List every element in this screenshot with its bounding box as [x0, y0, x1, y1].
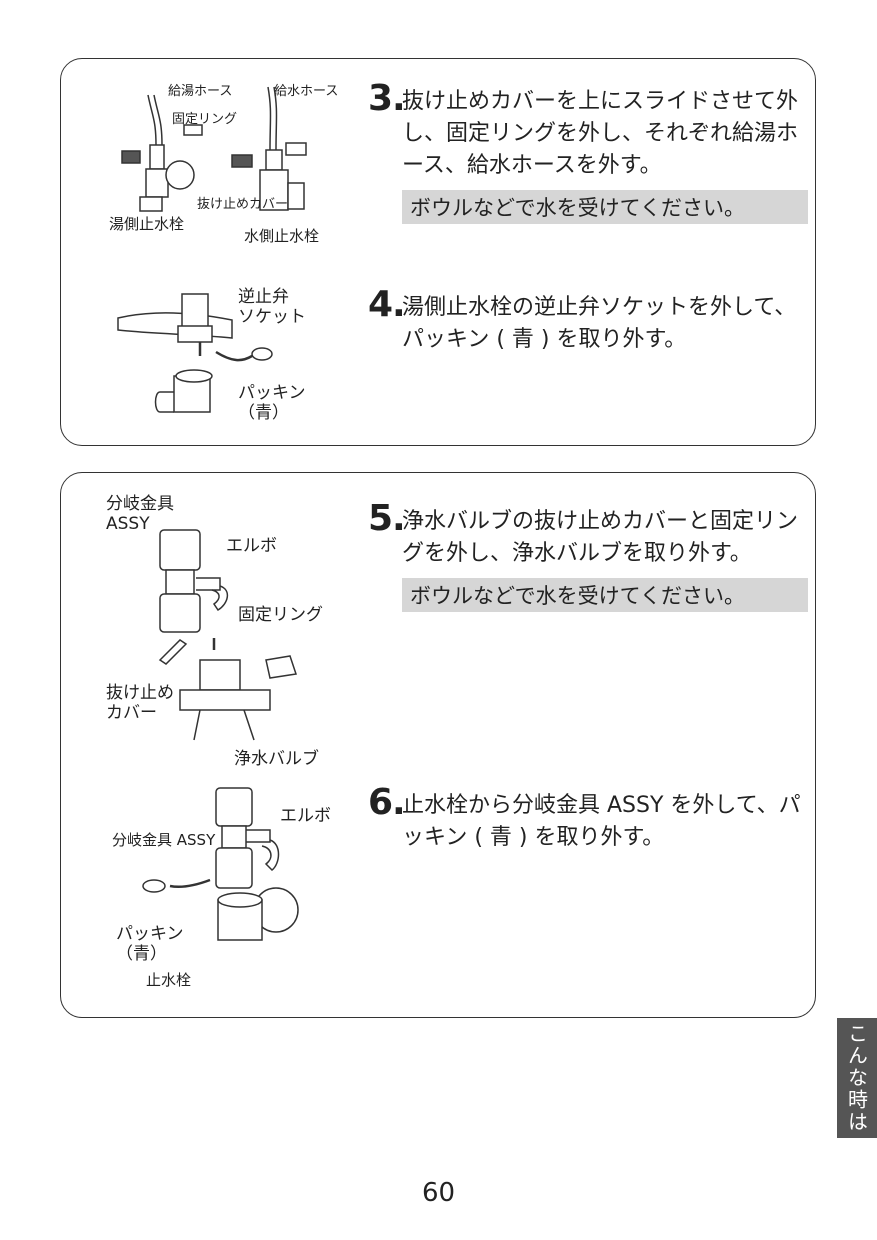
- label-packing-blue: パッキン （青）: [238, 383, 306, 423]
- step-number: 5.: [368, 498, 405, 539]
- label-hot-hose: 給湯ホース: [168, 80, 232, 99]
- step-text: 浄水バルブの抜け止めカバーと固定リングを外し、浄水バルブを取り外す。: [368, 506, 808, 570]
- label-hot-valve: 湯側止水栓: [109, 214, 184, 234]
- label-branch-assy: 分岐金具 ASSY: [106, 494, 174, 534]
- note-banner: ボウルなどで水を受けてください。: [402, 578, 808, 612]
- page-number: 60: [0, 1178, 877, 1208]
- label-packing-blue: パッキン （青）: [116, 924, 184, 964]
- step-number: 3.: [368, 78, 405, 119]
- label-stop-valve: 止水栓: [146, 970, 191, 990]
- label-branch-assy: 分岐金具 ASSY: [112, 830, 215, 850]
- label-water-valve: 浄水バルブ: [234, 749, 319, 769]
- label-socket: 逆止弁 ソケット: [238, 287, 306, 327]
- step-text: 抜け止めカバーを上にスライドさせて外し、固定リングを外し、それぞれ給湯ホース、給…: [368, 86, 808, 182]
- note-banner: ボウルなどで水を受けてください。: [402, 190, 808, 224]
- label-elbow: エルボ: [226, 536, 277, 556]
- step-6: 6. 止水栓から分岐金具 ASSY を外して、パッキン ( 青 ) を取り外す。: [368, 790, 808, 854]
- label-cover: 抜け止め カバー: [106, 683, 174, 723]
- label-fixing-ring: 固定リング: [238, 605, 323, 625]
- step-number: 6.: [368, 782, 405, 823]
- step-5: 5. 浄水バルブの抜け止めカバーと固定リングを外し、浄水バルブを取り外す。 ボウ…: [368, 506, 808, 612]
- label-elbow: エルボ: [280, 806, 331, 826]
- label-cover: 抜け止めカバー: [197, 193, 288, 212]
- step-4: 4. 湯側止水栓の逆止弁ソケットを外して、パッキン ( 青 ) を取り外す。: [368, 292, 808, 356]
- step-text: 湯側止水栓の逆止弁ソケットを外して、パッキン ( 青 ) を取り外す。: [368, 292, 808, 356]
- label-cold-valve: 水側止水栓: [244, 226, 319, 246]
- label-cold-hose: 給水ホース: [274, 80, 338, 99]
- label-fixing-ring: 固定リング: [172, 108, 237, 127]
- step-number: 4.: [368, 284, 405, 325]
- step-3: 3. 抜け止めカバーを上にスライドさせて外し、固定リングを外し、それぞれ給湯ホー…: [368, 86, 808, 224]
- step-text: 止水栓から分岐金具 ASSY を外して、パッキン ( 青 ) を取り外す。: [368, 790, 808, 854]
- section-tab[interactable]: こんな時は: [837, 1018, 877, 1138]
